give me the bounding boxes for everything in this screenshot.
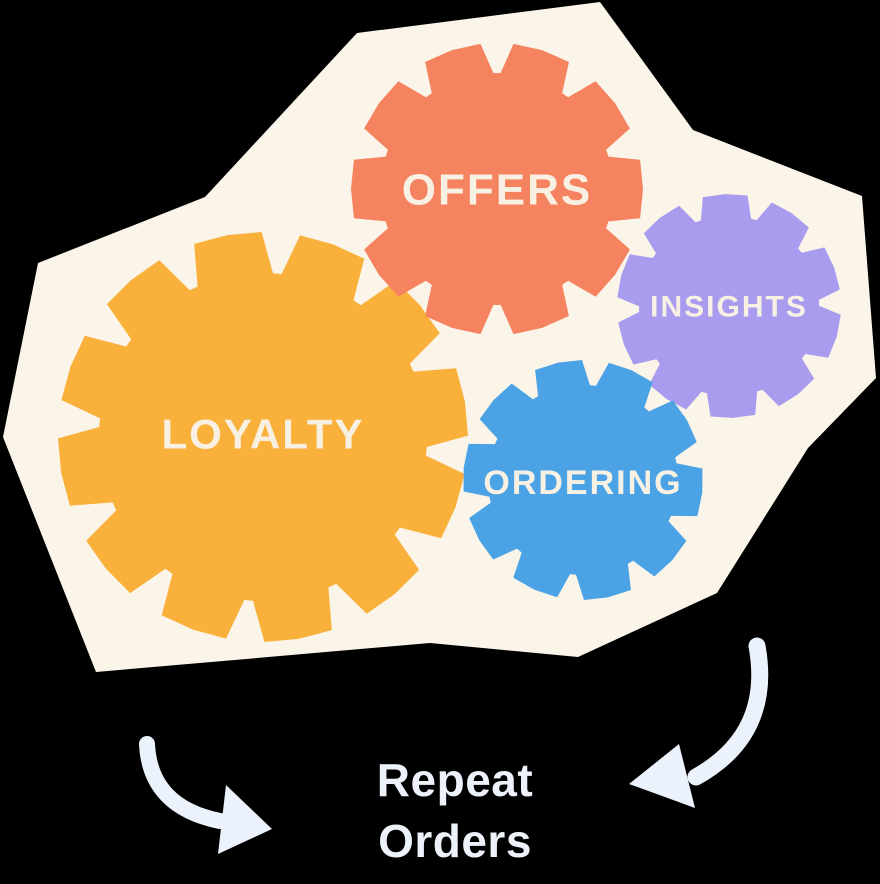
gear-loyalty-shape xyxy=(58,232,468,642)
gear-loyalty-label: LOYALTY xyxy=(161,411,364,458)
right-arrow-head xyxy=(629,744,695,808)
gear-insights-label: INSIGHTS xyxy=(650,291,808,324)
gear-offers-shape xyxy=(351,43,643,335)
right-arrow-shaft xyxy=(687,637,769,786)
right-curved-arrow-icon xyxy=(629,637,769,808)
gear-offers-label: OFFERS xyxy=(402,165,592,214)
repeat-orders-line1: Repeat xyxy=(376,754,534,806)
gear-loyalty: LOYALTY xyxy=(58,232,468,642)
gear-insights-shape xyxy=(617,194,841,418)
repeat-orders-label: Repeat Orders xyxy=(255,750,655,872)
gear-ordering-label: ORDERING xyxy=(483,464,682,502)
left-arrow-shaft xyxy=(139,736,228,829)
left-arrow-head xyxy=(218,785,272,854)
gear-ordering-shape xyxy=(463,360,703,600)
repeat-orders-line2: Orders xyxy=(378,815,532,867)
gear-ordering: ORDERING xyxy=(463,360,703,600)
gear-offers: OFFERS xyxy=(351,43,643,335)
left-curved-arrow-icon xyxy=(139,736,272,854)
gear-insights: INSIGHTS xyxy=(617,194,841,418)
